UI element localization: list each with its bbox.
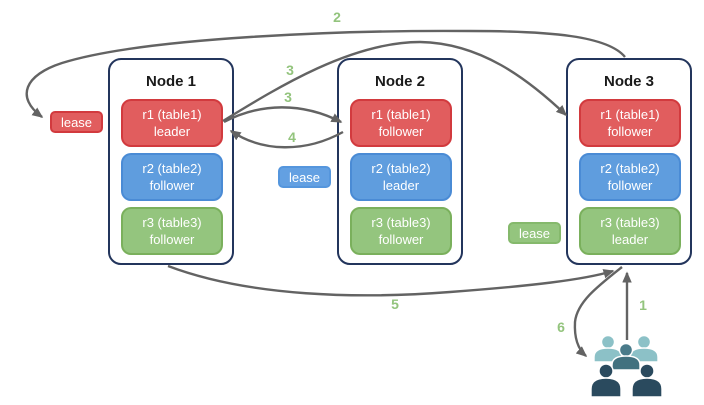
replica-name: r1 (table1) — [600, 107, 660, 122]
lease-badge-blue: lease — [278, 166, 331, 188]
replica-role: follower — [149, 232, 195, 247]
node-2-replica-r3: r3 (table3) follower — [350, 207, 452, 255]
arrow-step-3-to-node2 — [223, 106, 343, 124]
node-2-box: Node 2 r1 (table1) follower r2 (table2) … — [337, 58, 463, 265]
step-label-4: 4 — [288, 129, 296, 145]
node-2-replica-r2: r2 (table2) leader — [350, 153, 452, 201]
replica-role: follower — [378, 124, 424, 139]
replica-role: leader — [153, 124, 191, 139]
replica-role: follower — [607, 178, 653, 193]
lease-label: lease — [60, 114, 93, 130]
step-label-2: 2 — [333, 9, 341, 25]
node-1-replica-r3: r3 (table3) follower — [121, 207, 223, 255]
node-1-box: Node 1 r1 (table1) leader r2 (table2) fo… — [108, 58, 234, 265]
node-3-title: Node 3 — [603, 73, 654, 90]
node-3-replica-r2: r2 (table2) follower — [579, 153, 681, 201]
step-label-5: 5 — [391, 296, 399, 312]
node-3-replica-r3: r3 (table3) leader — [579, 207, 681, 255]
lease-badge-green: lease — [508, 222, 561, 244]
replica-role: leader — [611, 232, 649, 247]
users-group-icon — [591, 334, 663, 398]
step-label-3a: 3 — [286, 62, 294, 78]
replica-name: r1 (table1) — [142, 107, 202, 122]
step-label-3b: 3 — [284, 89, 292, 105]
node-1-replica-r2: r2 (table2) follower — [121, 153, 223, 201]
replica-name: r3 (table3) — [600, 215, 660, 230]
node-1-title: Node 1 — [145, 73, 196, 90]
node-3-box: Node 3 r1 (table1) follower r2 (table2) … — [566, 58, 692, 265]
replica-name: r2 (table2) — [142, 161, 202, 176]
replica-name: r3 (table3) — [142, 215, 202, 230]
node-1-replica-r1: r1 (table1) leader — [121, 99, 223, 147]
step-label-1: 1 — [639, 297, 647, 313]
replica-name: r2 (table2) — [371, 161, 431, 176]
arrow-step-5 — [167, 264, 615, 297]
replica-role: follower — [607, 124, 653, 139]
replica-name: r3 (table3) — [371, 215, 431, 230]
replica-name: r1 (table1) — [371, 107, 431, 122]
node-2-title: Node 2 — [374, 73, 425, 90]
replica-role: follower — [378, 232, 424, 247]
replica-role: follower — [149, 178, 195, 193]
step-label-6: 6 — [557, 319, 565, 335]
lease-label: lease — [518, 225, 551, 241]
node-3-replica-r1: r1 (table1) follower — [579, 99, 681, 147]
lease-label: lease — [288, 169, 321, 185]
replica-role: leader — [382, 178, 420, 193]
lease-badge-red: lease — [50, 111, 103, 133]
node-2-replica-r1: r1 (table1) follower — [350, 99, 452, 147]
replica-name: r2 (table2) — [600, 161, 660, 176]
